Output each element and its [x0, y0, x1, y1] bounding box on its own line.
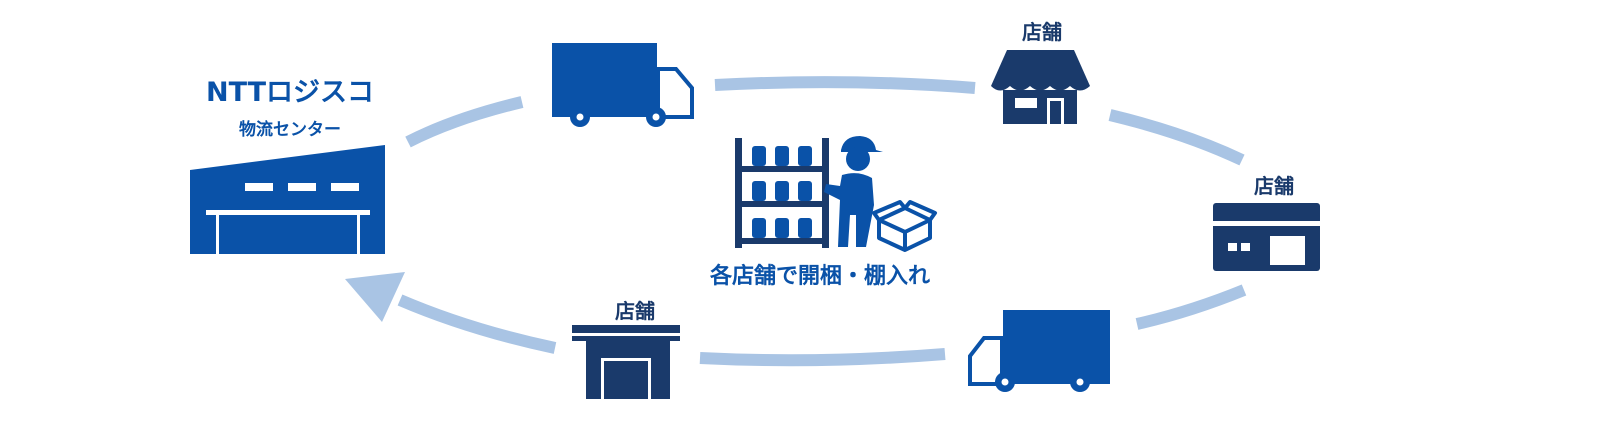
- worker-icon: [824, 136, 883, 247]
- store-label-right: 店舗: [1254, 174, 1294, 198]
- storefront-icon: [1213, 203, 1320, 271]
- store-label-bottom: 店舗: [615, 299, 655, 323]
- arrow-head: [345, 272, 405, 322]
- arrow-segment-store-to-truck: [1135, 284, 1247, 330]
- store-label-top: 店舗: [1022, 20, 1062, 44]
- cycle-arrow: [397, 76, 1247, 367]
- logistics-center-subtitle: 物流センター: [239, 120, 341, 140]
- delivery-truck-icon-reverse: [968, 310, 1110, 392]
- arrow-segment-truck-to-store-bottom: [699, 348, 946, 367]
- arrow-segment-center-to-truck: [405, 96, 524, 148]
- delivery-truck-icon: [552, 43, 694, 127]
- arrow-segment-store-to-center: [397, 294, 557, 354]
- process-label: 各店舗で開梱・棚入れ: [709, 264, 930, 289]
- warehouse-building-icon: [190, 145, 385, 254]
- arrow-segment-store-to-store: [1108, 109, 1245, 166]
- shelf-icon: [735, 138, 829, 248]
- logistics-center-name: NTTロジスコ: [205, 77, 375, 108]
- box-icon: [872, 200, 937, 252]
- bottle-icons: [752, 146, 812, 238]
- warehouse-shutter-icon: [572, 325, 680, 399]
- arrow-segment-truck-to-store: [714, 76, 976, 94]
- shelf-stocking-icon: [735, 136, 937, 252]
- awning-shop-icon: [991, 50, 1090, 124]
